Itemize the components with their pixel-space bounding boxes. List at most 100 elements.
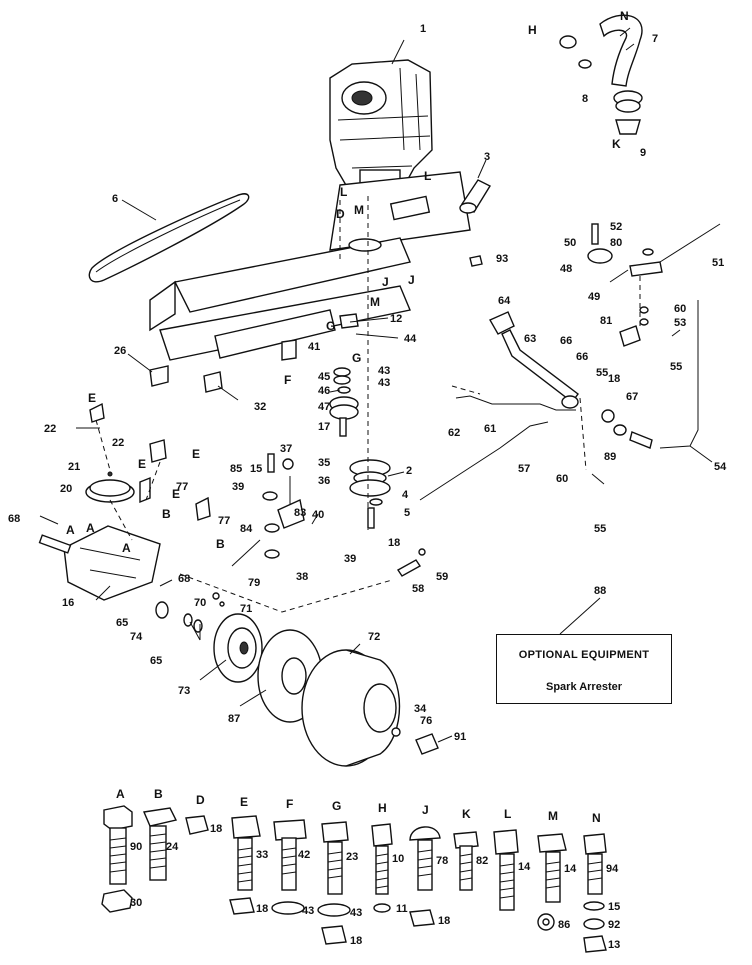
optional-equipment-title: OPTIONAL EQUIPMENT — [518, 649, 650, 661]
key-letter-m: M — [548, 809, 558, 823]
letter-e1: E — [88, 391, 96, 405]
key-bolt-e: 33 — [256, 849, 268, 861]
bracket-77-lower — [195, 496, 211, 521]
key-bolt-f: 42 — [298, 849, 310, 861]
key-bolt-n: 94 — [606, 863, 619, 875]
callout-40: 40 — [312, 509, 324, 521]
control-lever-group — [587, 223, 721, 347]
callout-76: 76 — [420, 715, 432, 727]
callout-22-upper: 22 — [44, 423, 56, 435]
letter-k: K — [612, 137, 621, 151]
key-extra-g: 18 — [350, 935, 362, 947]
callout-45: 45 — [318, 371, 330, 383]
callout-8: 8 — [582, 93, 588, 105]
callout-9: 9 — [640, 147, 646, 159]
key-bolt-j: 78 — [436, 855, 448, 867]
key-bolt-k: 82 — [476, 855, 488, 867]
letter-a2: A — [86, 521, 95, 535]
callout-85: 85 — [230, 463, 242, 475]
key-bolt-b: 24 — [166, 841, 179, 853]
callout-70: 70 — [194, 597, 206, 609]
callout-labels: 1 3 6 7 8 9 2 4 5 12 44 41 43 43 45 46 4… — [8, 23, 727, 743]
callout-65-upper: 65 — [116, 617, 128, 629]
part-68-lower — [159, 579, 173, 587]
part-58 — [396, 559, 422, 577]
callout-18-right: 18 — [608, 373, 620, 385]
key-bolt-d: 18 — [210, 823, 222, 835]
key-bolt-a: 90 — [130, 841, 142, 853]
letter-m2: M — [370, 295, 380, 309]
callout-39-upper: 39 — [232, 481, 244, 493]
callout-91: 91 — [454, 731, 466, 743]
callout-1: 1 — [420, 23, 426, 35]
part-71 — [219, 601, 225, 607]
letter-g1: G — [326, 319, 335, 333]
letter-l2: L — [424, 169, 431, 183]
part-70 — [212, 592, 220, 600]
letter-l1: L — [340, 185, 347, 199]
callout-77-upper: 77 — [176, 481, 188, 493]
letter-a1: A — [66, 523, 75, 537]
callout-77-lower: 77 — [218, 515, 230, 527]
wheel-hub-73 — [213, 613, 263, 683]
key-letter-d: D — [196, 793, 205, 807]
callout-81: 81 — [600, 315, 612, 327]
key-nut-e: 18 — [256, 903, 268, 915]
key-bolt-g: 23 — [346, 851, 358, 863]
key-n-bottom: 13 — [608, 939, 620, 951]
hardware-key — [101, 805, 607, 953]
callout-7: 7 — [652, 33, 658, 45]
key-letter-n: N — [592, 811, 601, 825]
callout-89: 89 — [604, 451, 616, 463]
callout-52: 52 — [610, 221, 622, 233]
bracket-41 — [281, 339, 297, 361]
callout-93: 93 — [496, 253, 508, 265]
callout-63: 63 — [524, 333, 536, 345]
callout-80: 80 — [610, 237, 622, 249]
bracket-32 — [203, 371, 223, 393]
callout-55-a: 55 — [596, 367, 608, 379]
part-74 — [155, 601, 169, 619]
transaxle — [38, 525, 161, 601]
key-bolt-h: 10 — [392, 853, 404, 865]
key-nut-m: 86 — [558, 919, 570, 931]
part-65b — [193, 619, 203, 633]
callout-21: 21 — [68, 461, 80, 473]
letter-h: H — [528, 23, 537, 37]
part-93 — [469, 255, 483, 267]
key-bolt-m: 14 — [564, 863, 577, 875]
callout-6: 6 — [112, 193, 118, 205]
key-letter-k: K — [462, 807, 471, 821]
callout-48: 48 — [560, 263, 572, 275]
key-bolt-l: 14 — [518, 861, 531, 873]
key-letter-f: F — [286, 797, 293, 811]
callout-32: 32 — [254, 401, 266, 413]
transmission-pulley-assembly — [349, 459, 391, 529]
callout-4: 4 — [402, 489, 409, 501]
callout-66-lower: 66 — [576, 351, 588, 363]
letter-d: D — [336, 207, 345, 221]
callout-60-lower: 60 — [556, 473, 568, 485]
callout-39-lower: 39 — [344, 553, 356, 565]
letter-n: N — [620, 9, 629, 23]
callout-68-lower: 68 — [178, 573, 190, 585]
optional-equipment-item: Spark Arrester — [545, 681, 623, 693]
callout-62: 62 — [448, 427, 460, 439]
bracket-77-upper — [139, 476, 151, 504]
callout-16: 16 — [62, 597, 74, 609]
callout-54: 54 — [714, 461, 727, 473]
callout-67: 67 — [626, 391, 638, 403]
idler-pulley-stack — [329, 367, 359, 437]
callout-43-upper: 43 — [378, 365, 390, 377]
key-letter-e: E — [240, 795, 248, 809]
part-76 — [391, 727, 401, 737]
letter-e3: E — [138, 457, 146, 471]
key-nut-g: 43 — [350, 907, 362, 919]
callout-20: 20 — [60, 483, 72, 495]
callout-18-mid: 18 — [388, 537, 400, 549]
callout-36: 36 — [318, 475, 330, 487]
letter-f: F — [284, 373, 291, 387]
callout-43-lower: 43 — [378, 377, 390, 389]
letter-e2: E — [192, 447, 200, 461]
